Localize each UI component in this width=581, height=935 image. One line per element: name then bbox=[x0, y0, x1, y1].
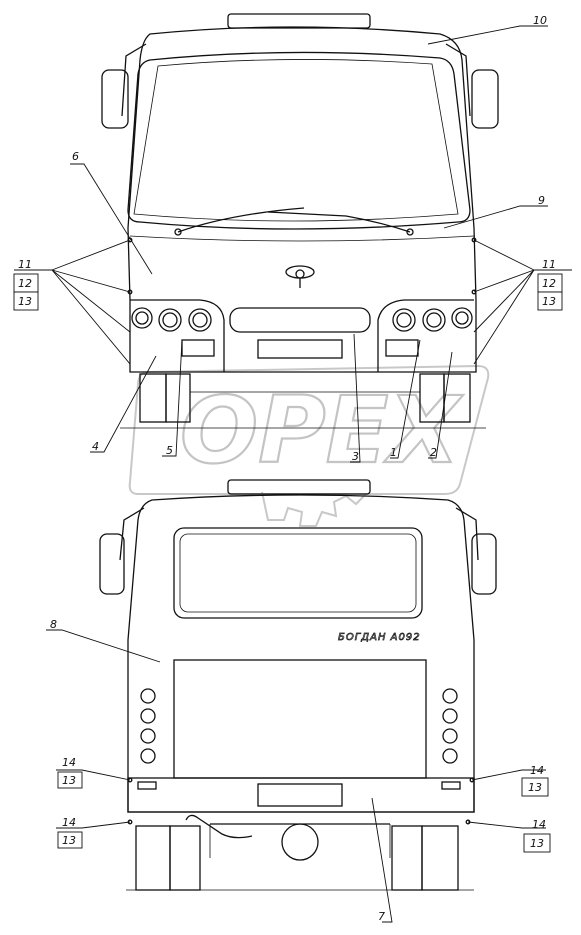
callout-10: 10 bbox=[533, 14, 547, 27]
callout-14-rear-left-upper: 14 bbox=[62, 756, 76, 769]
callout-labels: 10 9 6 11 12 13 11 12 13 4 5 3 1 2 8 7 1… bbox=[13, 14, 563, 923]
callout-13-rear-left-lower: 13 bbox=[62, 834, 76, 847]
opex-watermark: OPEX bbox=[128, 364, 490, 527]
front-fog-left bbox=[181, 339, 215, 357]
front-headlight-housing-right bbox=[377, 299, 474, 372]
callout-3: 3 bbox=[352, 450, 359, 463]
front-mirror-left bbox=[101, 69, 129, 129]
callout-14-rear-right-lower: 14 bbox=[532, 818, 546, 831]
front-emblem bbox=[285, 265, 315, 288]
front-plate bbox=[257, 339, 343, 359]
callout-8: 8 bbox=[50, 618, 57, 631]
rear-window bbox=[173, 527, 423, 619]
front-wiper-right bbox=[267, 211, 411, 233]
callout-14-rear-right-upper: 14 bbox=[530, 764, 544, 777]
callout-13-left: 13 bbox=[18, 295, 32, 308]
rear-mirror-right bbox=[471, 533, 497, 595]
rear-view: БОГДАН А092 bbox=[99, 479, 497, 891]
front-view bbox=[101, 13, 499, 429]
callout-4: 4 bbox=[92, 440, 99, 453]
callout-13-rear-right-lower: 13 bbox=[530, 837, 544, 850]
leader-lines bbox=[14, 25, 572, 923]
front-wheel-right-outer bbox=[443, 373, 471, 423]
rear-mirror-left bbox=[99, 533, 125, 595]
rear-bumper bbox=[127, 777, 475, 813]
rear-engine-door bbox=[173, 659, 427, 779]
callout-13-rear-left-upper: 13 bbox=[62, 774, 76, 787]
callout-9: 9 bbox=[538, 194, 545, 207]
callout-13-right: 13 bbox=[542, 295, 556, 308]
front-lamp-l1 bbox=[131, 307, 153, 329]
rear-differential bbox=[281, 823, 319, 861]
front-lamp-r1 bbox=[392, 308, 416, 332]
callout-box-13-right bbox=[537, 291, 563, 311]
callout-12-left: 12 bbox=[18, 277, 32, 290]
callout-2: 2 bbox=[430, 446, 437, 459]
front-body-outline bbox=[127, 26, 477, 373]
callout-11-right: 11 bbox=[542, 258, 556, 271]
front-lamp-l2 bbox=[158, 308, 182, 332]
callout-1: 1 bbox=[390, 446, 397, 459]
front-grille bbox=[229, 307, 371, 333]
rear-wheel-right-outer bbox=[421, 825, 459, 891]
rear-wheel-left-outer bbox=[135, 825, 171, 891]
front-wiper-left bbox=[177, 207, 305, 233]
front-wheel-left-outer bbox=[139, 373, 167, 423]
callout-7: 7 bbox=[378, 910, 385, 923]
front-lamp-r3 bbox=[451, 307, 473, 329]
front-lamp-r2 bbox=[422, 308, 446, 332]
front-roof-marker bbox=[227, 13, 371, 29]
rear-plate bbox=[257, 783, 343, 807]
rear-wheel-left-inner bbox=[169, 825, 201, 891]
callout-box-13-left bbox=[13, 291, 39, 311]
watermark-frame bbox=[128, 364, 490, 495]
callout-6: 6 bbox=[72, 150, 79, 163]
rear-roof-marker bbox=[227, 479, 371, 495]
callout-12-right: 12 bbox=[542, 277, 556, 290]
rear-body-outline bbox=[127, 494, 475, 813]
callout-5: 5 bbox=[166, 444, 173, 457]
front-headlight-housing-left bbox=[130, 299, 225, 372]
front-mirror-right-arm bbox=[445, 43, 471, 117]
watermark-gear bbox=[261, 491, 367, 527]
callout-14-rear-left-lower: 14 bbox=[62, 816, 76, 829]
front-mirror-right bbox=[471, 69, 499, 129]
rear-brand-text: БОГДАН А092 bbox=[338, 632, 421, 643]
callout-11-left: 11 bbox=[18, 258, 32, 271]
watermark-text: OPEX bbox=[180, 377, 463, 484]
front-lamp-l3 bbox=[188, 308, 212, 332]
front-mirror-left-arm bbox=[121, 43, 147, 117]
rear-wheel-right-inner bbox=[391, 825, 423, 891]
front-fog-right bbox=[385, 339, 419, 357]
callout-13-rear-right-upper: 13 bbox=[528, 781, 542, 794]
front-windshield bbox=[127, 51, 471, 230]
